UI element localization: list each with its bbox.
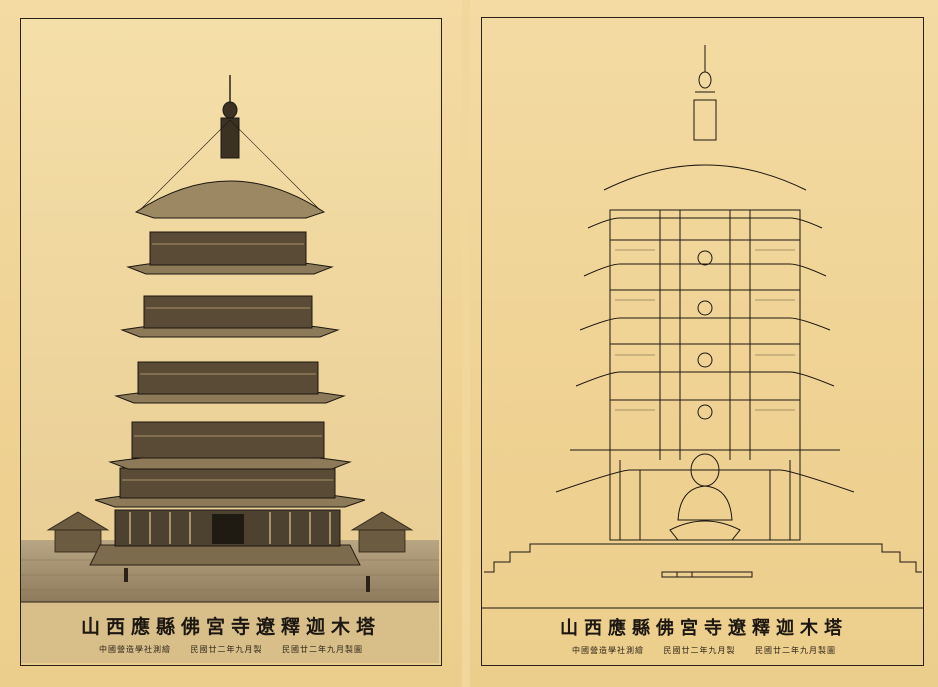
credit-drafted: 民國廿二年九月製圖 — [755, 646, 837, 655]
drawing-frame — [20, 18, 442, 666]
credit-drafted: 民國廿二年九月製圖 — [282, 645, 364, 654]
elevation-drawing-sheet: 山西應縣佛宮寺遼釋迦木塔 中國營造學社測繪 民國廿二年九月製 民國廿二年九月製圖 — [0, 0, 462, 687]
section-drawing-sheet: 山西應縣佛宮寺遼釋迦木塔 中國營造學社測繪 民國廿二年九月製 民國廿二年九月製圖 — [470, 0, 938, 687]
credit-date: 民國廿二年九月製 — [190, 645, 263, 654]
pagoda-section-illustration — [482, 45, 923, 609]
drawing-frame — [481, 17, 924, 666]
drawing-title: 山西應縣佛宮寺遼釋迦木塔 — [80, 616, 381, 638]
credit-surveyor: 中國營造學社測繪 — [98, 645, 171, 654]
credit-date: 民國廿二年九月製 — [663, 646, 736, 655]
drawing-title: 山西應縣佛宮寺遼釋迦木塔 — [560, 618, 848, 639]
drawing-credits: 中國營造學社測繪 民國廿二年九月製 民國廿二年九月製圖 — [0, 644, 462, 655]
pagoda-elevation-illustration — [21, 19, 439, 663]
credit-surveyor: 中國營造學社測繪 — [571, 646, 644, 655]
drawing-credits: 中國營造學社測繪 民國廿二年九月製 民國廿二年九月製圖 — [470, 645, 938, 656]
